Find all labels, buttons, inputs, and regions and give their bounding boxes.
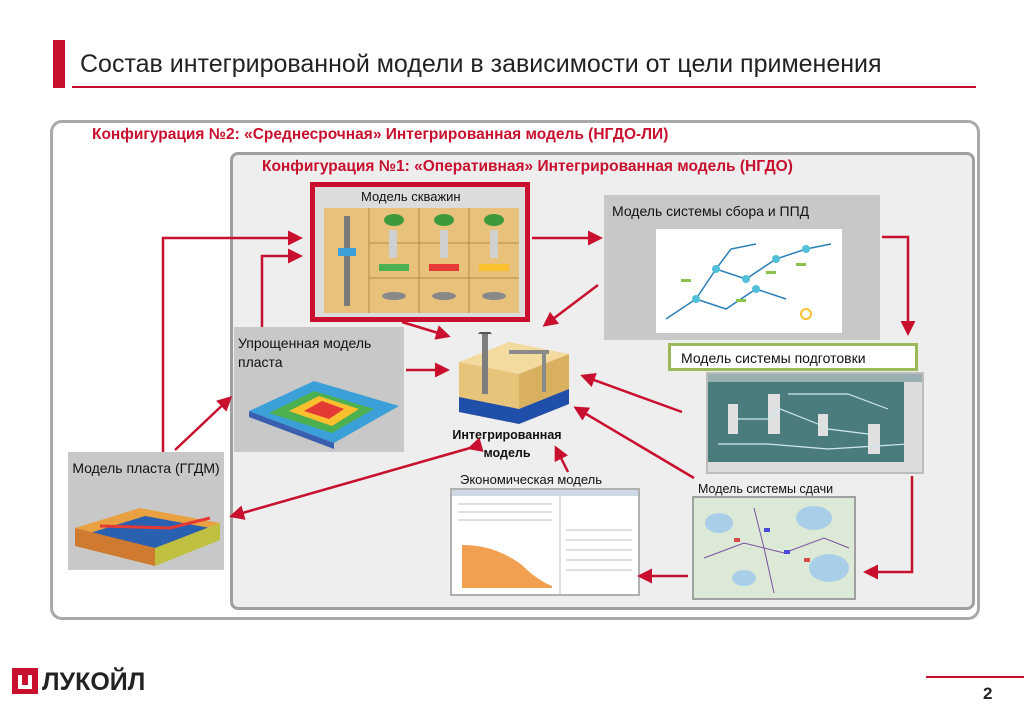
integrated-model-graphic <box>459 332 569 424</box>
config1-heading: Конфигурация №1: «Оперативная» Интегриро… <box>262 158 793 175</box>
config2-heading: Конфигурация №2: «Среднесрочная» Интегри… <box>92 126 669 143</box>
title-underline <box>72 86 976 88</box>
arrow-preparation-to-delivery <box>863 476 914 580</box>
page-title: Состав интегрированной модели в зависимо… <box>80 50 882 78</box>
preparation-model-screenshot <box>706 372 924 474</box>
arrow-collection-to-integrated <box>542 284 599 327</box>
wells-model-panel: Модель скважин <box>310 182 530 322</box>
preparation-process-graphic <box>708 374 922 472</box>
collection-network-graphic <box>656 229 842 333</box>
reservoir-model-label: Модель пласта (ГГДМ) <box>72 460 220 476</box>
delivery-map-graphic <box>694 498 854 598</box>
collection-network-screenshot <box>656 229 842 333</box>
preparation-model-label: Модель системы подготовки <box>681 350 866 366</box>
wells-grid-graphic <box>324 208 519 313</box>
collection-model-label: Модель системы сбора и ППД <box>612 203 810 219</box>
arrow-simplified-to-wells <box>260 248 303 327</box>
reservoir-block-graphic <box>75 508 220 566</box>
arrow-economic-to-integrated <box>554 445 570 473</box>
wells-model-label: Модель скважин <box>361 189 461 204</box>
arrow-collection-to-preparation <box>882 235 916 336</box>
simplified-surface-graphic <box>249 381 399 449</box>
reservoir-model-panel: Модель пласта (ГГДМ) <box>68 452 224 570</box>
arrow-ggdm-to-wells <box>161 230 303 452</box>
collection-model-panel: Модель системы сбора и ППД <box>604 195 880 340</box>
preparation-model-label-box: Модель системы подготовки <box>668 343 918 371</box>
lukoil-logo-text: ЛУКОЙЛ <box>42 668 146 696</box>
economic-model-label: Экономическая модель <box>460 472 602 487</box>
arrow-wells-to-integrated <box>401 320 451 340</box>
simplified-reservoir-label: Упрощенная модель пласта <box>238 335 372 370</box>
arrow-ggdm-to-simplified <box>174 395 233 451</box>
delivery-model-label: Модель системы сдачи <box>698 482 834 496</box>
lukoil-logo-icon <box>12 668 38 694</box>
arrow-integrated-to-ggdm <box>229 437 484 520</box>
delivery-map-screenshot <box>692 496 856 600</box>
wells-model-screenshot <box>324 208 519 313</box>
simplified-reservoir-panel: Упрощенная модель пласта <box>234 327 404 452</box>
arrow-delivery-to-integrated <box>573 406 695 480</box>
title-accent-bar <box>53 40 65 88</box>
page-number: 2 <box>983 684 993 703</box>
page-number-line <box>926 676 1024 678</box>
arrow-preparation-to-integrated <box>580 373 683 414</box>
